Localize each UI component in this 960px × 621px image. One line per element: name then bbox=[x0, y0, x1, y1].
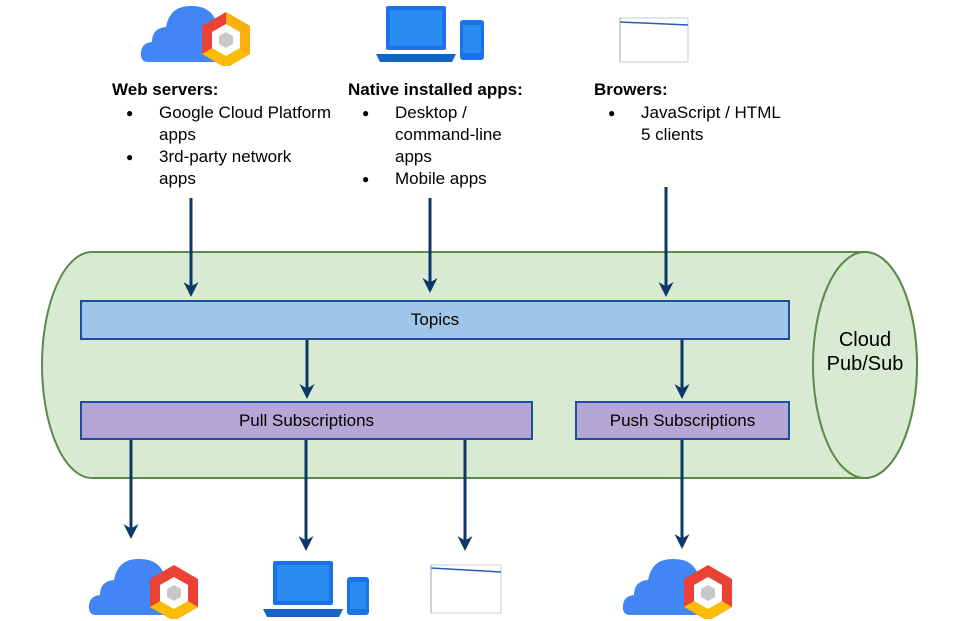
source-list-browsers: JavaScript / HTML 5 clients bbox=[594, 102, 794, 146]
source-list-web-servers: Google Cloud Platform apps 3rd-party net… bbox=[112, 102, 332, 190]
service-label-line2: Pub/Sub bbox=[826, 353, 904, 375]
browser-window-icon bbox=[430, 564, 502, 614]
topics-box: Topics bbox=[80, 300, 790, 340]
list-item: 3rd-party network apps bbox=[112, 146, 332, 190]
service-label-line1: Cloud bbox=[838, 329, 892, 351]
push-subscriptions-box: Push Subscriptions bbox=[575, 401, 790, 440]
gcp-cloud-icon bbox=[140, 5, 250, 66]
laptop-phone-icon bbox=[263, 561, 369, 617]
browser-window-icon bbox=[619, 17, 689, 63]
pull-subscriptions-box: Pull Subscriptions bbox=[80, 401, 533, 440]
list-item: Mobile apps bbox=[348, 168, 518, 190]
list-item: Google Cloud Platform apps bbox=[112, 102, 332, 146]
source-list-native-apps: Desktop / command-line apps Mobile apps bbox=[348, 102, 518, 190]
laptop-phone-icon bbox=[376, 6, 484, 62]
source-title-browsers: Browers: bbox=[594, 80, 668, 99]
pubsub-cylinder bbox=[41, 251, 918, 479]
source-title-web-servers: Web servers: bbox=[112, 80, 219, 99]
cylinder-end-cap bbox=[812, 251, 918, 479]
gcp-cloud-icon bbox=[622, 558, 732, 619]
gcp-cloud-icon bbox=[88, 558, 198, 619]
service-label: Cloud Pub/Sub bbox=[813, 328, 917, 376]
list-item: Desktop / command-line apps bbox=[348, 102, 518, 168]
source-title-native-apps: Native installed apps: bbox=[348, 80, 523, 99]
list-item: JavaScript / HTML 5 clients bbox=[594, 102, 794, 146]
